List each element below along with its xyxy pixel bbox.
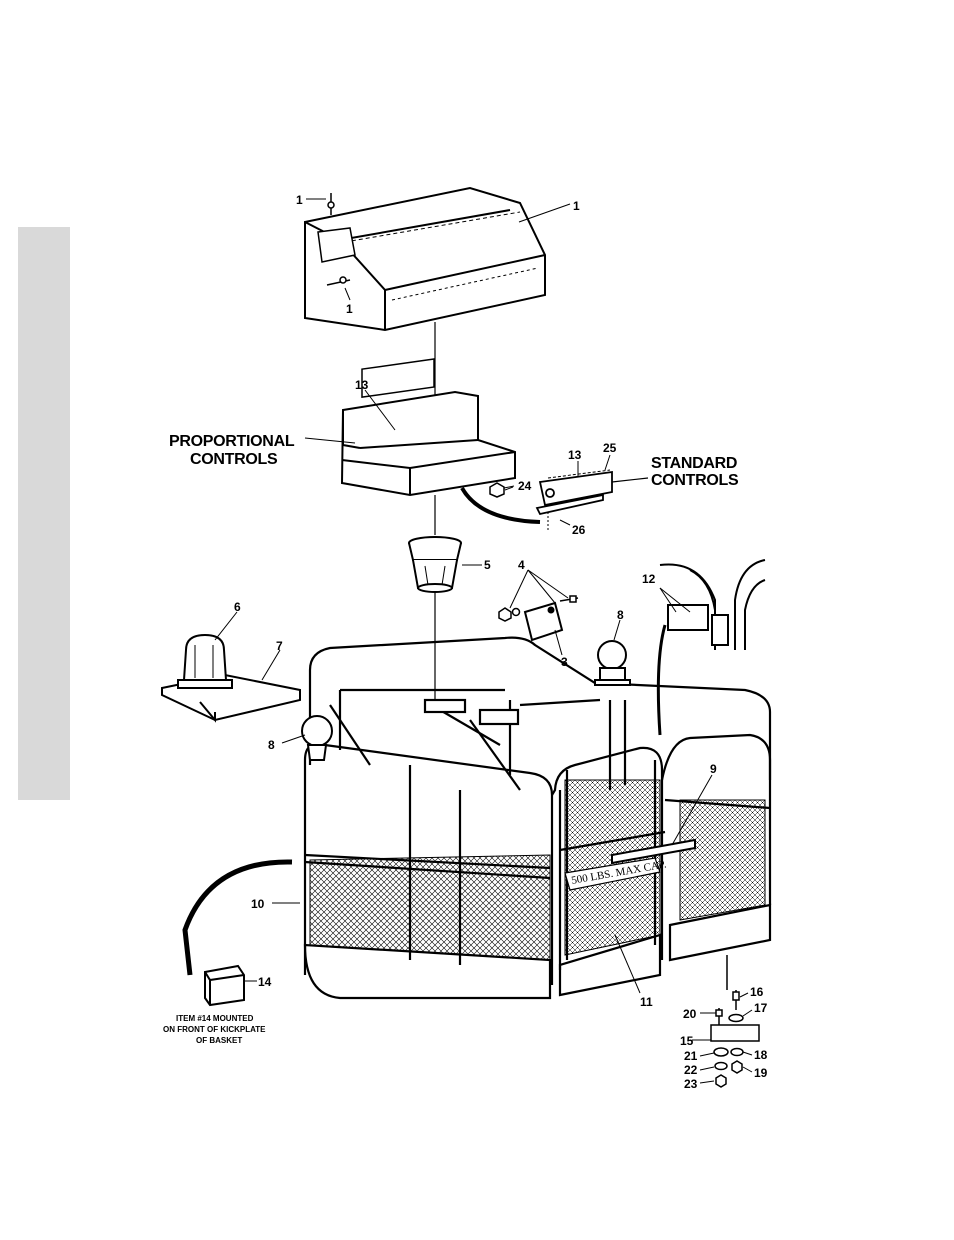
hardware-stack [711, 955, 759, 1087]
callout-12: 12 [642, 572, 656, 586]
standard-control-box [537, 470, 648, 514]
standard-controls-label-line1: STANDARD [651, 455, 737, 472]
callout-24: 24 [518, 479, 532, 493]
boom-bracket [658, 560, 765, 735]
amber-beacon [409, 537, 461, 592]
callout-1-a: 1 [296, 193, 303, 207]
callout-17: 17 [754, 1001, 768, 1015]
callout-26: 26 [572, 523, 586, 537]
callout-18: 18 [754, 1048, 768, 1062]
callout-1-c: 1 [346, 302, 353, 316]
nut-24 [490, 483, 514, 497]
proportional-controls-label-line2: CONTROLS [190, 451, 278, 468]
callout-14: 14 [258, 975, 272, 989]
callout-16: 16 [750, 985, 764, 999]
callout-5: 5 [484, 558, 491, 572]
callout-25: 25 [603, 441, 617, 455]
callout-10: 10 [251, 897, 265, 911]
callout-13-b: 13 [568, 448, 582, 462]
callout-8-left: 8 [268, 738, 275, 752]
note-line-2: ON FRONT OF KICKPLATE [163, 1025, 266, 1034]
callout-7: 7 [276, 639, 283, 653]
note-line-3: OF BASKET [196, 1036, 242, 1045]
callout-9: 9 [710, 762, 717, 776]
callout-4: 4 [518, 558, 525, 572]
callout-20: 20 [683, 1007, 697, 1021]
control-cover [305, 188, 545, 330]
side-tab [18, 227, 70, 800]
callout-11: 11 [640, 995, 653, 1009]
note-line-1: ITEM #14 MOUNTED [176, 1014, 254, 1023]
callout-13-a: 13 [355, 378, 369, 392]
work-light-right [595, 641, 630, 685]
callout-22: 22 [684, 1063, 698, 1077]
item-14-box [205, 966, 244, 1005]
platform-basket [305, 638, 770, 998]
standard-controls-label-line2: CONTROLS [651, 472, 739, 489]
item-14-cable [185, 862, 292, 975]
callout-19: 19 [754, 1066, 768, 1080]
callout-6: 6 [234, 600, 241, 614]
callout-15: 15 [680, 1034, 694, 1048]
callout-1-b: 1 [573, 199, 580, 213]
item-14-note: ITEM #14 MOUNTED ON FRONT OF KICKPLATE O… [163, 1014, 266, 1045]
callout-8-right: 8 [617, 608, 624, 622]
callout-21: 21 [684, 1049, 698, 1063]
callout-23: 23 [684, 1077, 698, 1091]
proportional-controls-label-line1: PROPORTIONAL [169, 433, 295, 450]
callout-3: 3 [561, 655, 568, 669]
